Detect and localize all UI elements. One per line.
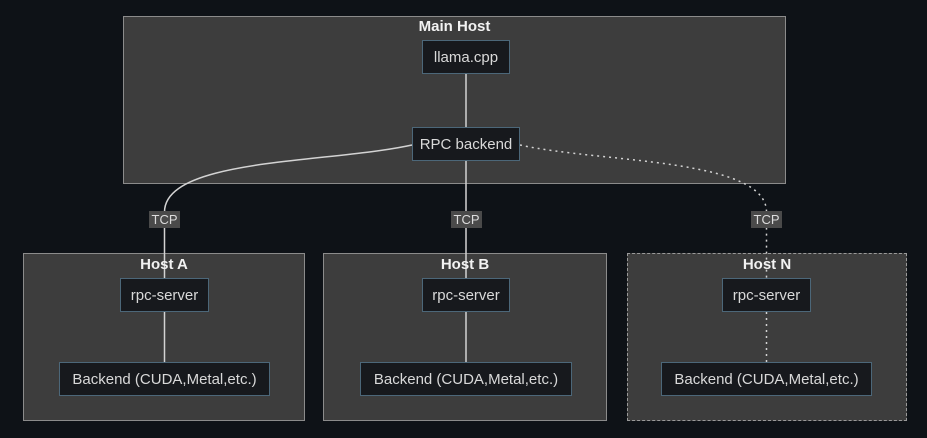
node-host-a-rpc-server: rpc-server	[120, 278, 209, 312]
node-llama-cpp: llama.cpp	[422, 40, 510, 74]
edge-label-tcp-host-a: TCP	[149, 211, 180, 228]
node-host-b-backend: Backend (CUDA,Metal,etc.)	[360, 362, 572, 396]
cluster-title-host-n: Host N	[742, 256, 792, 273]
edge-label-tcp-host-n: TCP	[751, 211, 782, 228]
cluster-title-host-b: Host B	[440, 256, 490, 273]
node-host-n-backend: Backend (CUDA,Metal,etc.)	[661, 362, 872, 396]
node-rpc-backend: RPC backend	[412, 127, 520, 161]
node-host-a-backend: Backend (CUDA,Metal,etc.)	[59, 362, 270, 396]
node-host-b-rpc-server: rpc-server	[422, 278, 510, 312]
edge-label-tcp-host-b: TCP	[451, 211, 482, 228]
node-host-n-rpc-server: rpc-server	[722, 278, 811, 312]
edge-rpc-backend-to-host-a	[163, 144, 413, 278]
cluster-title-host-a: Host A	[140, 256, 188, 273]
edge-rpc-backend-to-host-n	[519, 144, 768, 278]
cluster-title-main-host: Main Host	[418, 18, 491, 35]
